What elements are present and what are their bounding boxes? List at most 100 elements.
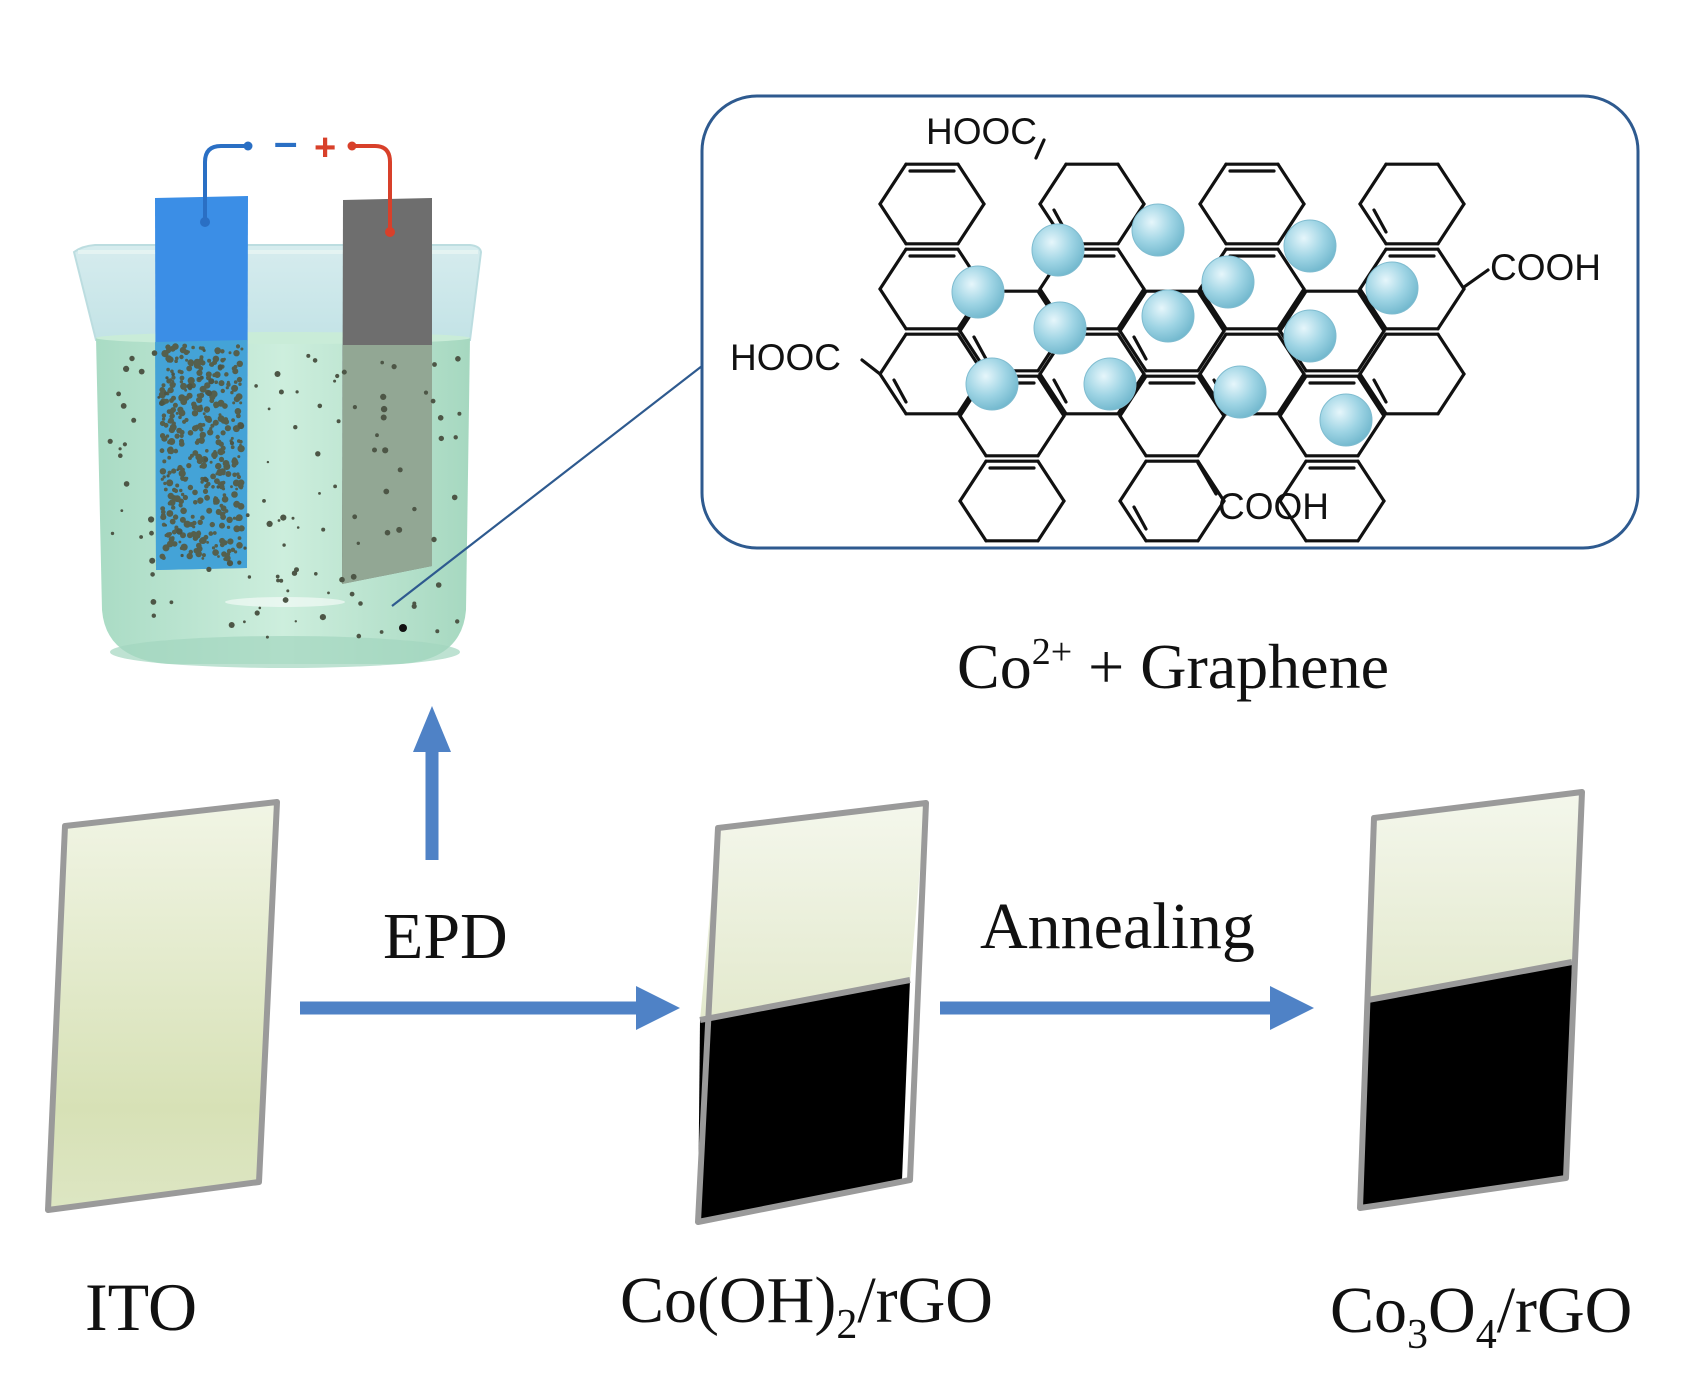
graphene-particle xyxy=(179,380,184,384)
graphene-particle xyxy=(191,410,199,417)
graphene-particle xyxy=(209,521,215,528)
double-bond xyxy=(1372,208,1388,234)
graphene-particle xyxy=(219,503,224,508)
cobalt-ion xyxy=(965,357,1019,411)
graphene-particle xyxy=(157,396,161,399)
graphene-particle xyxy=(178,428,182,432)
carbon-bond xyxy=(1356,374,1386,418)
carbon-bond xyxy=(1196,289,1226,333)
double-bond xyxy=(1052,378,1068,404)
graphene-particle xyxy=(232,401,236,405)
carbon-bond xyxy=(1436,162,1466,206)
graphene-particle xyxy=(222,357,226,361)
graphene-particle xyxy=(138,368,145,375)
carbon-bond xyxy=(1356,329,1386,373)
double-bond xyxy=(972,335,988,361)
graphene-particle xyxy=(171,505,176,510)
graphene-particle xyxy=(296,526,300,529)
graphene-particle xyxy=(212,549,219,556)
graphene-particle xyxy=(321,527,326,532)
graphene-particle xyxy=(190,514,195,519)
graphene-particle xyxy=(230,390,234,395)
graphene-particle xyxy=(358,601,363,606)
graphene-particle xyxy=(279,578,284,583)
carbon-bond xyxy=(956,202,986,246)
graphene-particle xyxy=(168,417,174,424)
graphene-particle xyxy=(380,393,387,400)
graphene-particle xyxy=(206,541,210,544)
graphene-particle xyxy=(162,459,167,464)
co-oh2-rgo-label: Co(OH)2/rGO xyxy=(620,1264,993,1348)
graphene-particle xyxy=(235,344,241,349)
epd-cell: – + xyxy=(72,118,483,668)
graphene-particle xyxy=(214,371,221,379)
graphene-particle xyxy=(199,427,204,432)
graphene-particle xyxy=(229,517,233,522)
graphene-particle xyxy=(199,407,203,411)
graphene-particle xyxy=(435,629,440,634)
graphene-particle xyxy=(274,371,281,377)
graphene-particle xyxy=(221,480,226,485)
graphene-particle xyxy=(231,418,236,422)
graphene-particle xyxy=(171,372,175,377)
carbon-bond xyxy=(1198,332,1228,376)
carbon-bond xyxy=(1436,287,1466,331)
co-oh2-rgo-frame xyxy=(695,800,929,1225)
carbon-bond xyxy=(1116,247,1146,291)
graphene-particle xyxy=(220,514,227,520)
graphene-particle xyxy=(162,475,166,479)
graphene-particle xyxy=(188,549,193,555)
graphene-particle xyxy=(187,532,193,539)
graphene-particle xyxy=(199,375,204,380)
graphene-particle xyxy=(224,372,229,377)
negative-wire-end xyxy=(200,217,210,227)
graphene-particle xyxy=(225,386,229,390)
graphene-particle xyxy=(384,529,391,536)
graphene-particle xyxy=(123,365,130,372)
graphene-particle xyxy=(163,422,169,428)
graphene-particle xyxy=(179,429,185,435)
graphene-particle xyxy=(237,503,245,510)
graphene-particle xyxy=(203,534,209,540)
graphene-particle xyxy=(314,572,318,576)
graphene-particle xyxy=(437,415,444,421)
graphene-particle xyxy=(192,489,198,496)
graphene-particle xyxy=(243,546,247,550)
graphene-particle xyxy=(160,434,165,439)
graphene-particle xyxy=(335,373,340,379)
graphene-particle xyxy=(396,526,403,533)
cobalt-ion xyxy=(1141,289,1195,343)
graphene-particle xyxy=(234,550,238,554)
ito-substrate xyxy=(45,799,280,1213)
cobalt-ion xyxy=(1283,309,1337,363)
annealing-label: Annealing xyxy=(980,890,1255,963)
carbon-bond xyxy=(1038,372,1068,416)
graphene-particle xyxy=(222,493,227,497)
graphene-particle xyxy=(172,382,176,387)
graphene-particle xyxy=(210,473,217,480)
graphene-particle xyxy=(166,510,174,517)
graphene-particle xyxy=(210,390,218,398)
graphene-particle xyxy=(218,456,225,462)
co3o4-rgo-uncoated-area xyxy=(1368,792,1582,1000)
graphene-particle xyxy=(207,358,212,363)
graphene-particle xyxy=(151,613,156,618)
graphene-particle xyxy=(201,423,206,427)
cobalt-ions xyxy=(951,203,1419,447)
graphene-particle xyxy=(215,472,219,476)
graphene-particle xyxy=(220,445,226,451)
graphene-particle xyxy=(215,434,220,440)
graphene-particle xyxy=(169,439,173,443)
graphene-particle xyxy=(180,398,188,406)
graphene-particle xyxy=(172,402,178,408)
substituent-bond xyxy=(860,358,882,376)
graphene-particle xyxy=(222,511,226,515)
graphene-particle xyxy=(453,435,458,440)
cobalt-ion xyxy=(1283,219,1337,273)
graphene-particle xyxy=(180,507,187,515)
double-bond xyxy=(1132,505,1148,531)
graphene-particle xyxy=(192,425,199,432)
graphene-particle xyxy=(166,479,174,487)
functional-group-bottom-cooh: COOH xyxy=(1218,486,1329,527)
graphene-particle xyxy=(168,448,175,455)
